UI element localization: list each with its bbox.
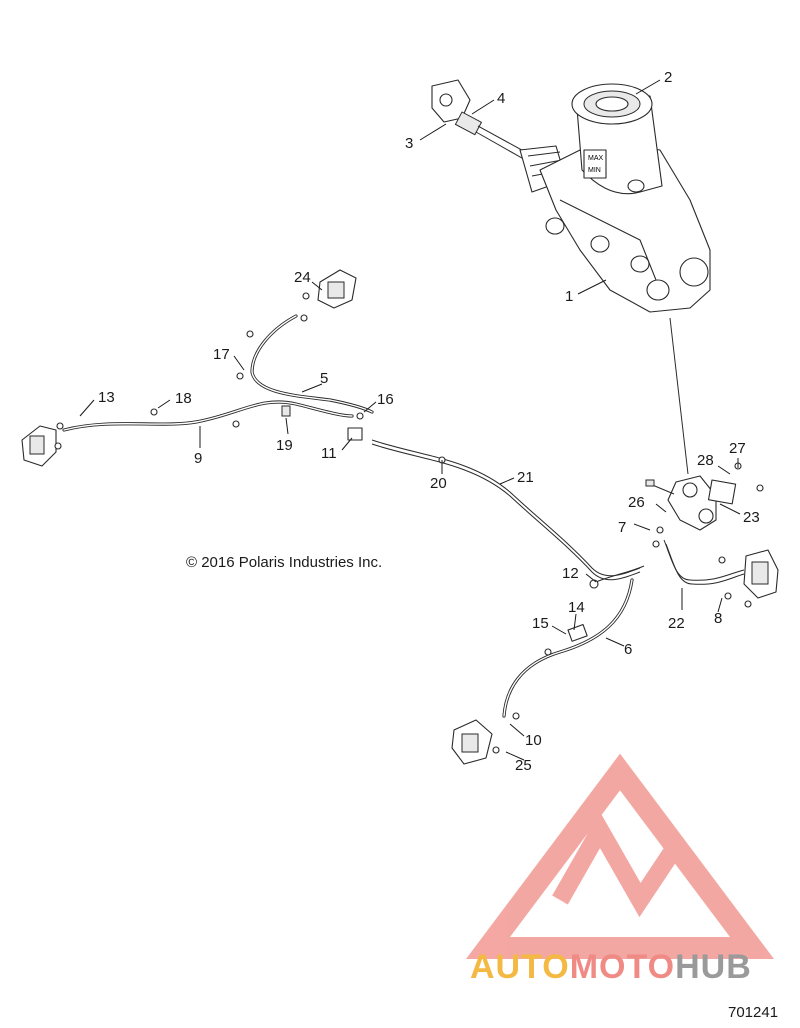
callout-1: 1 <box>565 288 573 305</box>
watermark-logo <box>466 753 774 959</box>
callout-27: 27 <box>729 440 746 457</box>
callout-3: 3 <box>405 135 413 152</box>
callout-8: 8 <box>714 610 722 627</box>
callout-4: 4 <box>497 90 505 107</box>
callout-2: 2 <box>664 69 672 86</box>
callout-19: 19 <box>276 437 293 454</box>
callout-15: 15 <box>532 615 549 632</box>
callout-7: 7 <box>618 519 626 536</box>
callout-9: 9 <box>194 450 202 467</box>
reservoir-min-label: MIN <box>588 167 601 174</box>
callout-24: 24 <box>294 269 311 286</box>
callout-6: 6 <box>624 641 632 658</box>
callout-12: 12 <box>562 565 579 582</box>
callout-13: 13 <box>98 389 115 406</box>
callout-23: 23 <box>743 509 760 526</box>
callout-5: 5 <box>320 370 328 387</box>
callout-18: 18 <box>175 390 192 407</box>
callout-11: 11 <box>321 445 337 462</box>
caliper-rear-bottom <box>451 719 500 765</box>
callout-28: 28 <box>697 452 714 469</box>
brake-lines <box>62 314 745 720</box>
callout-14: 14 <box>568 599 585 616</box>
callout-21: 21 <box>517 469 534 486</box>
caliper-front-right <box>718 549 779 608</box>
leader-lines <box>79 79 741 761</box>
caliper-front-left <box>21 422 64 467</box>
watermark-moto: MOTO <box>569 948 676 986</box>
reservoir-max-label: MAX <box>588 155 604 162</box>
callout-26: 26 <box>628 494 645 511</box>
distribution-block <box>645 462 764 531</box>
watermark-auto: AUTO <box>470 948 570 986</box>
callout-25: 25 <box>515 757 532 774</box>
figure-number: 701241 <box>728 1004 779 1021</box>
callout-20: 20 <box>430 475 447 492</box>
callout-16: 16 <box>377 391 394 408</box>
caliper-rear-top <box>300 269 357 322</box>
callouts: 1 2 3 4 5 6 7 8 9 10 11 12 13 14 15 16 1… <box>98 69 760 774</box>
copyright-notice: © 2016 Polaris Industries Inc. <box>186 554 383 571</box>
callout-22: 22 <box>668 615 685 632</box>
watermark-hub: HUB <box>675 948 752 986</box>
callout-10: 10 <box>525 732 542 749</box>
callout-17: 17 <box>213 346 230 363</box>
master-cylinder: MAX MIN <box>431 79 711 313</box>
master-to-block-line <box>669 317 689 475</box>
watermark-text: AUTOMOTOHUB <box>470 948 752 987</box>
